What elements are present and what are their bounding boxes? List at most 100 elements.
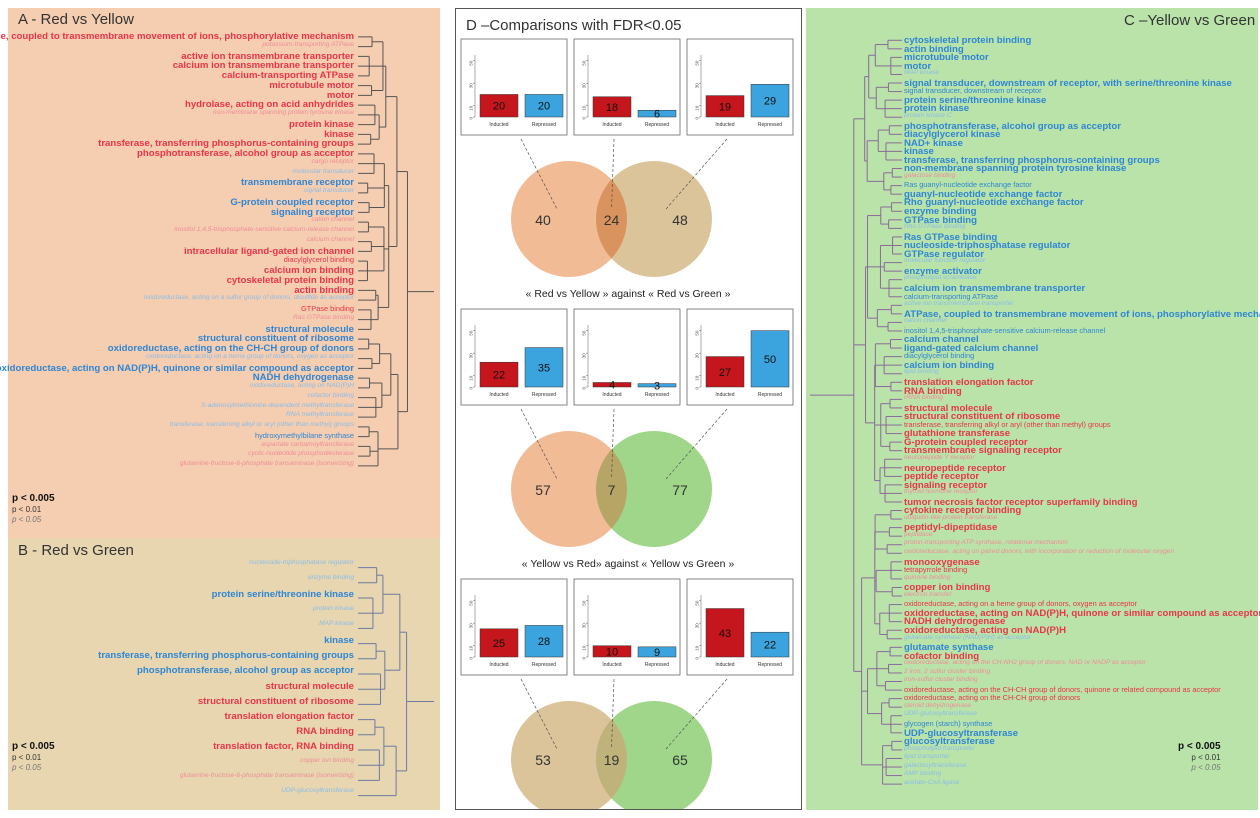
- go-term: glutamine-fructose-6-phosphate transamin…: [179, 771, 354, 779]
- go-term: oxidoreductase, acting on NAD(P)H: [249, 382, 354, 389]
- inset-tick-label: 0: [469, 117, 474, 120]
- go-term: Ras GTPase binding: [904, 231, 998, 243]
- go-term: signal transducer, downstream of recepto…: [904, 86, 1042, 96]
- panel-d-graphics: 010305020Inducted20Repressed010305018Ind…: [460, 38, 794, 809]
- go-term: calcium-transporting ATPase: [221, 70, 354, 81]
- go-term: cargo receptor: [311, 157, 354, 165]
- go-term: steroid dehydrogenase: [904, 701, 972, 709]
- venn-left-count: 57: [535, 482, 551, 498]
- inset-tick-label: 0: [695, 117, 700, 120]
- bar-value-label: 29: [764, 96, 776, 108]
- go-term: tumor necrosis factor receptor superfami…: [904, 496, 1138, 508]
- go-term: NADH dehydrogenase: [252, 372, 354, 384]
- venn-overlap-count: 19: [604, 752, 620, 768]
- repressed-bar: [637, 383, 677, 388]
- inset-frame: [573, 578, 681, 676]
- go-term: oxidoreductase, acting on a sulfur group…: [143, 294, 354, 302]
- repressed-bar: [524, 625, 564, 658]
- repressed-bar: [637, 646, 677, 658]
- go-term: proton-transporting ATP synthase, rotati…: [904, 539, 1068, 547]
- go-term: structural molecule: [904, 402, 993, 414]
- go-term: cofactor binding: [307, 391, 354, 399]
- go-term: structural molecule: [265, 680, 354, 692]
- go-term: aspartate carbamoyltransferase: [261, 440, 354, 448]
- go-term: cation channel: [904, 317, 947, 325]
- venn-left-count: 53: [535, 752, 551, 768]
- go-term: 2 iron, 2 sulfur cluster binding: [904, 667, 991, 675]
- go-term: calcium ion transmembrane transporter: [172, 60, 354, 72]
- go-term: transmembrane receptor: [240, 177, 354, 189]
- go-term: tetrapyrrole binding: [904, 565, 968, 575]
- repressed-bar: [637, 109, 677, 118]
- go-term: galactosyltransferase: [904, 761, 967, 769]
- go-term: calcium ion binding: [263, 265, 354, 276]
- go-term: potassium-transporting ATPase: [262, 40, 354, 48]
- go-term: transferase, transferring phosphorus-con…: [98, 138, 354, 150]
- go-term: Rho guanyl-nucleotide exchange factor: [904, 197, 1084, 209]
- bar-category-label: Inducted: [602, 662, 621, 668]
- go-term: ATPase, coupled to transmembrane movemen…: [0, 31, 354, 42]
- go-term: phosphotransferase, alcohol group as acc…: [137, 665, 354, 677]
- go-term: diacylglycerol kinase: [904, 129, 1001, 141]
- go-term: molecular transducer: [292, 167, 354, 175]
- go-term: glycogen (starch) synthase: [904, 719, 993, 728]
- bar-value-label: 25: [493, 638, 505, 650]
- go-term: transferase, transferring alkyl or aryl …: [904, 419, 1111, 429]
- inset-tick-label: 10: [582, 375, 587, 381]
- go-term: cyclic-nucleotide phosphodiesterase: [248, 450, 354, 458]
- bar-category-label: Repressed: [532, 662, 556, 668]
- bar-value-label: 9: [654, 647, 660, 659]
- go-term: phospholipid scramblase: [904, 274, 977, 282]
- inset-tick-label: 30: [582, 83, 587, 89]
- go-term: lipid transporter: [904, 753, 950, 761]
- go-term: nucleoside-triphosphatase regulator: [249, 559, 354, 566]
- bar-value-label: 4: [609, 380, 615, 392]
- go-term: actin binding: [904, 43, 964, 55]
- go-term: thyroid hormone receptor: [904, 488, 978, 496]
- go-term: structural molecule: [265, 323, 354, 335]
- go-term: ubiquitin-like protein transferase: [904, 513, 998, 521]
- inset-tick-label: 30: [582, 623, 587, 629]
- inset-tick-label: 10: [695, 105, 700, 111]
- bar-value-label: 20: [538, 101, 550, 113]
- inset-tick-label: 50: [695, 60, 700, 66]
- go-term: active ion transmembrane transporter: [181, 50, 354, 62]
- repressed-bar: [750, 84, 790, 118]
- go-term: G-protein coupled receptor: [904, 436, 1028, 448]
- legend-p005: p < 0.005: [1178, 741, 1221, 752]
- go-term: quinone binding: [904, 573, 951, 581]
- legend-p005: p < 0.005: [12, 493, 55, 504]
- venn-pointer: [611, 138, 615, 210]
- go-term: protein serine/threonine kinase: [211, 589, 354, 601]
- go-term: AMP binding: [904, 770, 942, 778]
- go-term: enzyme binding: [307, 574, 354, 582]
- go-term: MAP kinase: [319, 619, 354, 627]
- bar-category-label: Repressed: [532, 392, 556, 398]
- bar-category-label: Repressed: [758, 392, 782, 398]
- legend-p01: p < 0.01: [12, 753, 42, 762]
- inset-tick-label: 30: [695, 623, 700, 629]
- go-term: cytokine receptor binding: [904, 505, 1022, 517]
- go-term: non-membrane spanning protein tyrosine k…: [212, 109, 354, 116]
- go-term: glutathione transferase: [904, 428, 1011, 440]
- venn-right-count: 77: [672, 482, 688, 498]
- inset-tick-label: 10: [469, 105, 474, 111]
- go-term: glutamine-fructose-6-phosphate transamin…: [179, 460, 354, 467]
- induced-bar: [705, 95, 745, 118]
- go-term: oxidoreductase, acting on the CH-CH grou…: [904, 684, 1221, 694]
- go-term: transferase, transferring alkyl or aryl …: [169, 421, 354, 428]
- go-term: oxidoreductase, acting on a heme group o…: [904, 599, 1137, 609]
- venn-pointer: [611, 408, 615, 480]
- bar-value-label: 22: [764, 640, 776, 652]
- induced-bar: [479, 94, 519, 118]
- go-term: protein kinase: [288, 118, 354, 130]
- venn-right-count: 48: [672, 212, 688, 228]
- legend-p05: p < 0.05: [12, 515, 42, 525]
- venn-pointer: [520, 408, 558, 480]
- bar-category-label: Inducted: [602, 122, 621, 128]
